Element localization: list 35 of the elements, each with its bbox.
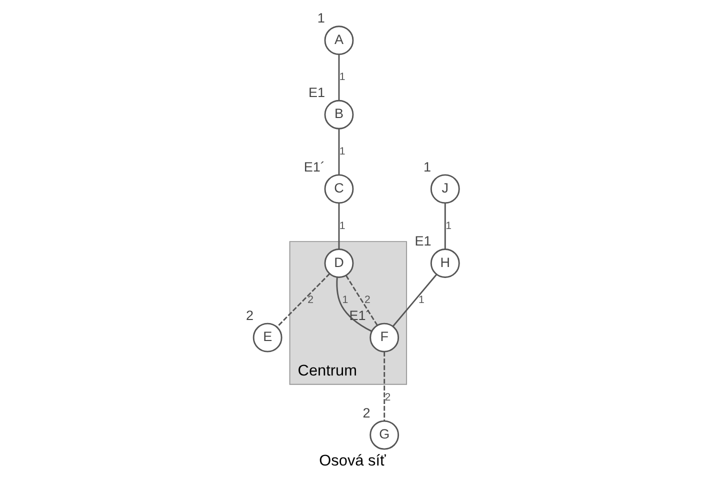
edge-label: 2 [307, 294, 313, 306]
connector [338, 203, 340, 250]
connector [392, 274, 436, 327]
node-label: E1 [308, 84, 325, 100]
node-label: E1 [414, 234, 431, 249]
edge-label: 1 [342, 294, 348, 306]
caption: Osová síť [318, 452, 386, 470]
node-circle: H [430, 248, 460, 278]
node-label: 2 [362, 405, 370, 420]
connector [338, 128, 340, 175]
node-label: 1 [316, 10, 324, 26]
edge-label: 2 [364, 294, 370, 306]
node-label: 2 [245, 308, 253, 323]
connector [336, 277, 372, 332]
connector [276, 273, 330, 328]
connector [383, 352, 385, 421]
node-circle: F [369, 322, 399, 352]
node-circle: A [324, 26, 354, 56]
node-circle: G [369, 420, 399, 450]
connector [444, 203, 446, 250]
edge-label: 1 [338, 146, 345, 158]
node-circle: J [430, 174, 460, 204]
edge-label: 1 [338, 220, 345, 232]
connector [338, 54, 340, 100]
node-circle: D [324, 248, 354, 278]
edge-label: 1 [338, 71, 345, 84]
node-circle: B [324, 100, 354, 130]
node-circle: E [252, 322, 282, 352]
connector [344, 275, 378, 326]
node-circle: C [324, 174, 354, 204]
edge-label: 1 [445, 220, 451, 232]
node-label: 1 [423, 159, 431, 174]
edge-label: 2 [384, 392, 390, 404]
edge-label: 1 [418, 294, 424, 306]
node-label: E1´ [303, 159, 324, 174]
